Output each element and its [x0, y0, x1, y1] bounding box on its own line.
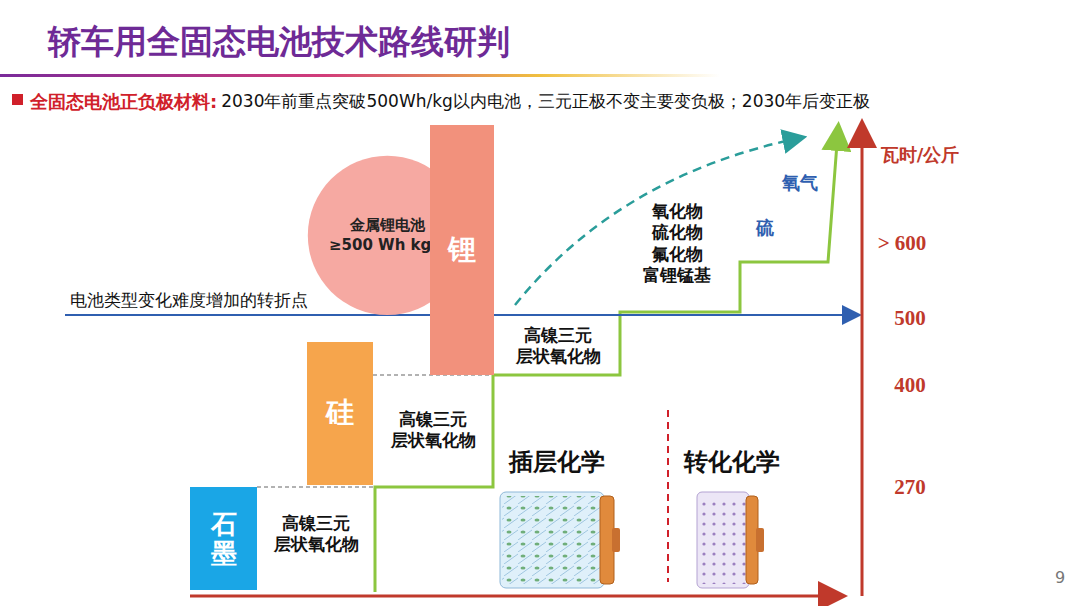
node-text: 锂	[448, 235, 476, 266]
heading-text: 全固态电池正负极材料:	[30, 91, 217, 114]
material-label: 硫	[756, 217, 774, 240]
axis-tick: 270	[894, 474, 926, 500]
chemistry-label: 插层化学	[509, 447, 605, 477]
node-text: 石墨	[211, 510, 237, 567]
node-text: ≥500 Wh kg⁻¹	[329, 235, 446, 255]
title-rule	[0, 74, 720, 77]
axis-tick: 500	[894, 305, 926, 331]
x-axis	[190, 595, 842, 598]
node-text: 硅	[326, 398, 354, 429]
material-label: 氧气	[782, 172, 818, 195]
separator	[667, 410, 669, 582]
line-label: 电池类型变化难度增加的转折点	[70, 290, 308, 311]
cell-illustration	[697, 492, 764, 588]
trend-curve	[515, 138, 800, 305]
chemistry-label: 转化化学	[684, 447, 780, 477]
note-text: 2030年前重点突破500Wh/kg以内电池，三元正极不变主要变负极；2030年…	[221, 91, 870, 112]
page-number: 9	[1055, 568, 1065, 588]
cathode-label: 高镍三元 层状氧化物	[388, 409, 478, 452]
axis-tick: > 600	[878, 230, 927, 256]
axis-unit: 瓦时/公斤	[881, 144, 960, 167]
anode-bar: 石墨	[190, 487, 257, 590]
bullet-square	[12, 94, 23, 105]
cathode-label: 高镍三元 层状氧化物	[271, 513, 361, 556]
cathode-label: 高镍三元 层状氧化物	[513, 325, 603, 368]
anode-bar: 硅	[307, 342, 373, 485]
title: 轿车用全固态电池技术路线研判	[48, 20, 510, 65]
y-axis	[861, 124, 864, 596]
node-text: 金属锂电池	[350, 215, 425, 235]
cell-illustration	[500, 492, 620, 588]
dashed-guide	[257, 486, 375, 488]
anode-bar: 锂	[430, 125, 494, 375]
axis-tick: 400	[894, 372, 926, 398]
material-label: 氧化物 硫化物 氟化物 富锂锰基	[640, 201, 713, 286]
